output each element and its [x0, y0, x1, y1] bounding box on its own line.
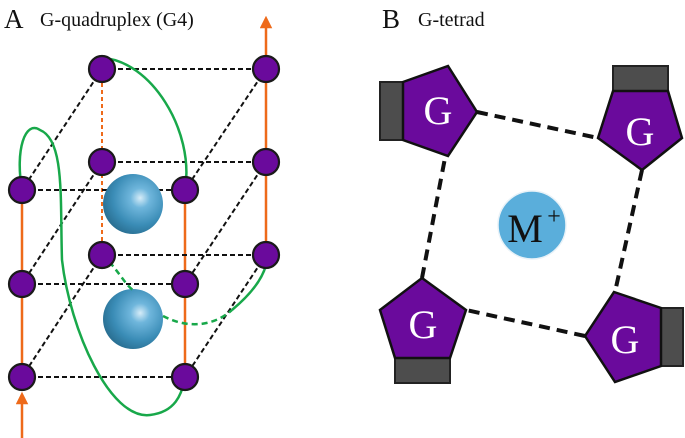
guanine-node: [251, 147, 281, 177]
ion-sphere-upper: [103, 174, 163, 234]
loop-left-long: [18, 126, 187, 417]
ion-circle: [497, 190, 567, 260]
loop-right: [231, 264, 268, 311]
guanine-pentagon: [596, 89, 684, 172]
sugar-block: [612, 65, 669, 92]
hbond: [184, 161, 267, 285]
guanine-node: [7, 269, 37, 299]
hbond: [21, 68, 103, 191]
guanine-label: G: [611, 317, 640, 362]
guanine-node: [7, 175, 37, 205]
guanine-node: [170, 362, 200, 392]
guanine-label: G: [424, 88, 453, 133]
hbond-right: [613, 169, 644, 293]
guanine-pentagon: [401, 64, 479, 158]
guanine-label: G: [626, 109, 655, 154]
hbond-left: [420, 157, 447, 279]
guanine-top-right: G: [596, 65, 684, 172]
panel-b-title: G-tetrad: [418, 9, 485, 31]
guanine-bottom-left: G: [378, 276, 468, 384]
guanine-node: [7, 362, 37, 392]
guanine-label: G: [409, 302, 438, 347]
panel-a: A G-quadruplex (G4): [4, 4, 281, 438]
guanine-node: [170, 175, 200, 205]
sugar-block: [394, 357, 451, 384]
guanine-node: [251, 240, 281, 270]
central-ion: M +: [497, 190, 567, 260]
guanine-bottom-right: G: [583, 290, 684, 384]
guanine-pentagon: [378, 276, 468, 360]
hbond: [184, 68, 267, 191]
hbond-bottom: [465, 308, 586, 338]
guanine-node: [87, 240, 117, 270]
sugar-block: [379, 81, 404, 141]
ion-label: M: [507, 206, 543, 251]
guanine-node: [170, 269, 200, 299]
guanine-nodes: [7, 54, 281, 392]
guanine-top-left: G: [379, 64, 479, 158]
panel-a-letter: A: [4, 4, 24, 34]
guanine-pentagon: [583, 290, 663, 384]
hbond-top: [476, 110, 599, 140]
guanine-node: [251, 54, 281, 84]
sugar-block: [660, 307, 684, 367]
hbond: [21, 254, 103, 378]
panel-a-title: G-quadruplex (G4): [40, 9, 194, 31]
ion-sphere-lower: [103, 289, 163, 349]
loop-top: [101, 56, 188, 191]
panel-b-letter: B: [382, 4, 400, 34]
guanine-node: [87, 147, 117, 177]
guanine-node: [87, 54, 117, 84]
ion-charge: +: [547, 204, 561, 230]
panel-b: B G-tetrad G G G G: [378, 4, 684, 384]
